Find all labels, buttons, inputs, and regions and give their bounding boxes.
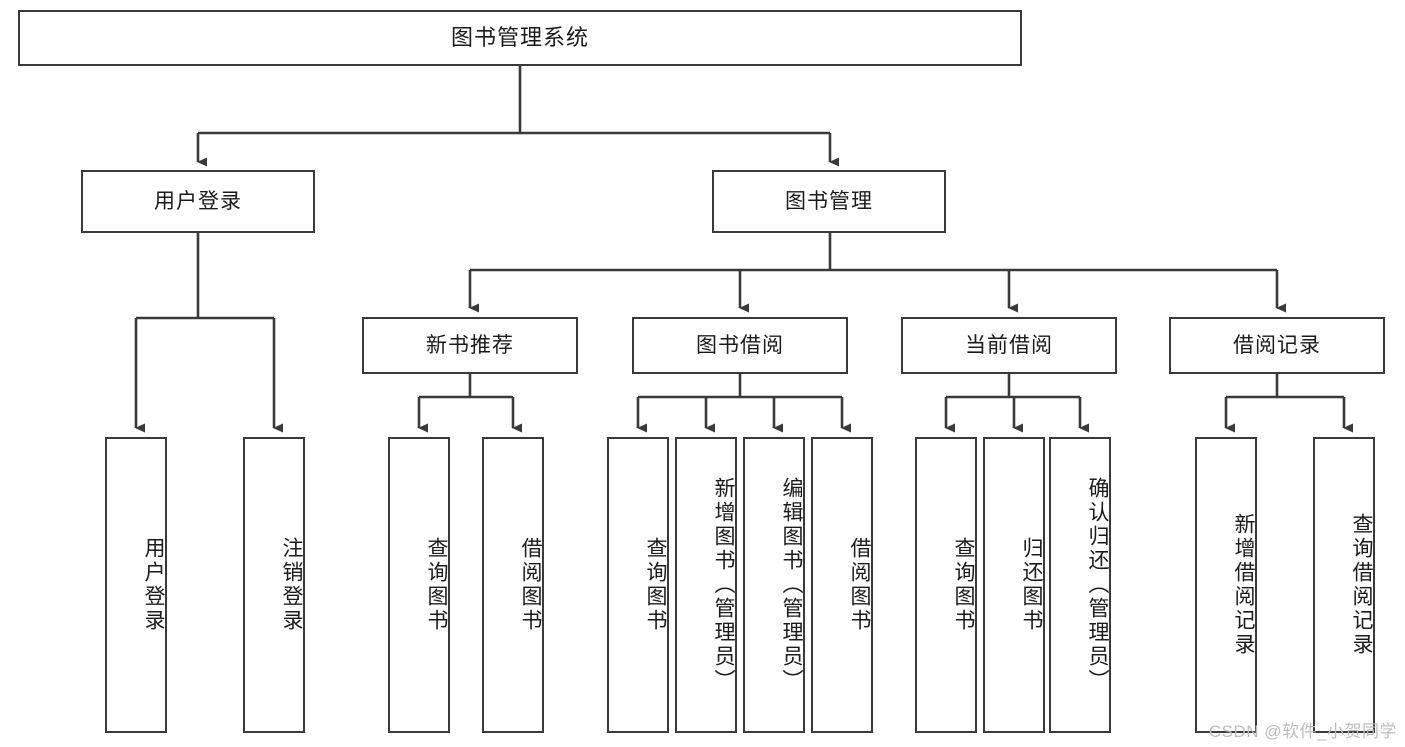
leaf-query-book-3-label: 查询图书 [952,537,975,633]
node-root-system[interactable]: 图书管理系统 [18,10,1022,66]
leaf-query-record[interactable]: 查询借阅记录 [1313,437,1375,733]
leaf-edit-book-label: 编辑图书（管理员） [780,477,803,693]
node-user-login-label: 用户登录 [154,189,242,213]
leaf-query-book-2-label: 查询图书 [644,537,667,633]
node-borrow-record-label: 借阅记录 [1233,333,1321,357]
leaf-user-login-label: 用户登录 [142,537,165,633]
node-book-borrow[interactable]: 图书借阅 [632,317,848,374]
leaf-add-record[interactable]: 新增借阅记录 [1195,437,1257,733]
leaf-confirm-return-label: 确认归还（管理员） [1086,477,1109,693]
node-current-borrow-label: 当前借阅 [965,333,1053,357]
leaf-logout-login[interactable]: 注销登录 [243,437,305,733]
leaf-add-book[interactable]: 新增图书（管理员） [675,437,737,733]
leaf-return-book[interactable]: 归还图书 [983,437,1045,733]
leaf-add-book-label: 新增图书（管理员） [712,477,735,693]
node-new-book-recommend-label: 新书推荐 [426,333,514,357]
leaf-query-book-1[interactable]: 查询图书 [388,437,450,733]
leaf-add-record-label: 新增借阅记录 [1232,513,1255,657]
leaf-user-login[interactable]: 用户登录 [105,437,167,733]
node-root-label: 图书管理系统 [450,24,589,50]
leaf-borrow-book-1-label: 借阅图书 [519,537,542,633]
leaf-borrow-book-1[interactable]: 借阅图书 [482,437,544,733]
leaf-query-book-2[interactable]: 查询图书 [607,437,669,733]
leaf-edit-book[interactable]: 编辑图书（管理员） [743,437,805,733]
node-user-login[interactable]: 用户登录 [81,170,315,233]
leaf-return-book-label: 归还图书 [1020,537,1043,633]
node-current-borrow[interactable]: 当前借阅 [901,317,1117,374]
leaf-query-record-label: 查询借阅记录 [1350,513,1373,657]
leaf-query-book-3[interactable]: 查询图书 [915,437,977,733]
node-book-manage-label: 图书管理 [785,189,873,213]
leaf-logout-login-label: 注销登录 [280,537,303,633]
node-borrow-record[interactable]: 借阅记录 [1169,317,1385,374]
node-book-manage[interactable]: 图书管理 [712,170,946,233]
node-new-book-recommend[interactable]: 新书推荐 [362,317,578,374]
leaf-confirm-return[interactable]: 确认归还（管理员） [1049,437,1111,733]
leaf-borrow-book-2[interactable]: 借阅图书 [811,437,873,733]
leaf-query-book-1-label: 查询图书 [425,537,448,633]
leaf-borrow-book-2-label: 借阅图书 [848,537,871,633]
node-book-borrow-label: 图书借阅 [696,333,784,357]
watermark-text: CSDN @软件_小贺同学 [1208,722,1397,741]
